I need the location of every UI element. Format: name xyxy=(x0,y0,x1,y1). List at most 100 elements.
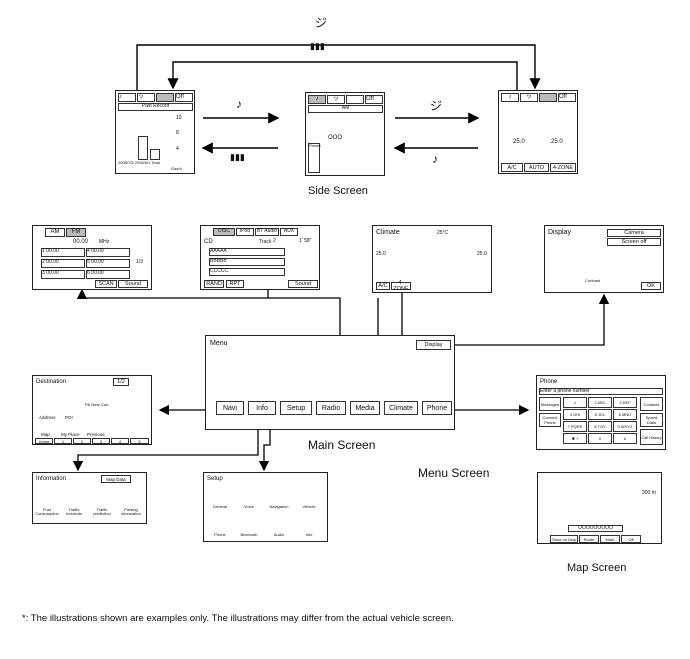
tab-music[interactable]: ♪ xyxy=(308,95,326,104)
tab-climate[interactable]: ッ xyxy=(520,93,538,102)
traffic-incidents-item[interactable]: Traffic Incidents xyxy=(65,507,82,516)
tab-disc[interactable]: DISC xyxy=(213,228,235,236)
key-hash[interactable]: # xyxy=(613,433,637,444)
route-button[interactable]: Route xyxy=(579,535,599,543)
audio-item[interactable]: Audio xyxy=(273,532,285,537)
side-screen-label: Side Screen xyxy=(308,185,368,197)
tab-climate[interactable]: ッ xyxy=(137,93,155,102)
address-item[interactable]: Address xyxy=(39,415,56,420)
fill-near-item[interactable]: Fill Near Curr xyxy=(85,402,109,407)
climate-button[interactable]: Climate xyxy=(384,401,418,415)
preset-6[interactable]: 6 00.00 xyxy=(86,270,130,279)
tab-audio[interactable] xyxy=(156,93,174,102)
sound-button[interactable]: Sound xyxy=(288,280,318,288)
tab-off[interactable]: Off xyxy=(175,93,193,102)
tab-off[interactable]: Off xyxy=(558,93,576,102)
my-place-item[interactable]: My Place xyxy=(61,432,80,437)
dest-4[interactable]: 4 xyxy=(111,438,129,444)
key-1[interactable]: 1 xyxy=(563,397,587,408)
tab-audio[interactable] xyxy=(346,95,364,104)
traffic-prediction-item[interactable]: Traffic prediction xyxy=(93,507,111,516)
vehicle-item[interactable]: Vehicle xyxy=(302,504,316,509)
voice-item[interactable]: Voice xyxy=(244,504,254,509)
preset-1[interactable]: 1 00.00 xyxy=(41,248,85,257)
dest-1[interactable]: 1 xyxy=(54,438,72,444)
contacts-button[interactable]: Contacts xyxy=(640,397,663,411)
key-3[interactable]: 3 DEF xyxy=(613,397,637,408)
navi-button[interactable]: Navi xyxy=(216,401,244,415)
info-item[interactable]: Info xyxy=(305,532,313,537)
setup-screen: Setup General Voice Navigation Vehicle P… xyxy=(203,472,328,542)
tab-ipod[interactable]: iPod xyxy=(236,228,254,236)
rpt-button[interactable]: RPT xyxy=(226,280,244,288)
previous-item[interactable]: Previous xyxy=(87,432,105,437)
tab-music[interactable]: ♪ xyxy=(501,93,519,102)
mark-button[interactable]: Mark xyxy=(600,535,620,543)
rand-button[interactable]: RAND xyxy=(204,280,224,288)
dest-2[interactable]: 2 xyxy=(73,438,91,444)
ok-button[interactable]: OK xyxy=(641,282,661,290)
audio-bars-icon: ▮▮▮ xyxy=(310,41,325,51)
phone-button[interactable]: Phone xyxy=(422,401,452,415)
tab-climate[interactable]: ッ xyxy=(327,95,345,104)
phone-item[interactable]: Phone xyxy=(214,532,226,537)
parking-information-item[interactable]: Parking information xyxy=(121,507,141,516)
key-7[interactable]: 7 PQRS xyxy=(563,421,587,432)
info-button[interactable]: Info xyxy=(248,401,276,415)
bluetooth-item[interactable]: Bluetooth xyxy=(240,532,258,537)
camera-button[interactable]: Camera xyxy=(607,229,661,237)
key-star[interactable]: ✱ + xyxy=(563,433,587,444)
tab-music[interactable]: ♪ xyxy=(118,93,136,102)
screen-off-button[interactable]: Screen off xyxy=(607,238,661,246)
preset-2[interactable]: 2 00.00 xyxy=(41,259,85,268)
key-5[interactable]: 5 JKL xyxy=(588,409,612,420)
call-history-button[interactable]: Call History xyxy=(640,429,663,445)
dest-3[interactable]: 3 xyxy=(92,438,110,444)
four-zone-button[interactable]: 4-ZONE xyxy=(391,280,411,292)
dest-5[interactable]: 5 xyxy=(130,438,149,444)
preset-3[interactable]: 3 00.00 xyxy=(41,270,85,279)
preset-4[interactable]: 4 00.00 xyxy=(86,248,130,257)
radio-button[interactable]: Radio xyxy=(316,401,346,415)
map-data-button[interactable]: Map Data xyxy=(101,475,131,483)
home-button[interactable]: Home xyxy=(35,438,53,444)
poi-item[interactable]: POI xyxy=(65,415,73,420)
key-6[interactable]: 6 MNO xyxy=(613,409,637,420)
phone-title: Phone xyxy=(540,379,558,385)
tab-audio[interactable] xyxy=(539,93,557,102)
setup-button[interactable]: Setup xyxy=(280,401,312,415)
display-button[interactable]: Display xyxy=(416,340,451,350)
tab-bt-audio[interactable]: BT Audio xyxy=(255,228,279,236)
key-2[interactable]: 2 ABC xyxy=(588,397,612,408)
map-item[interactable]: Map xyxy=(41,432,50,437)
four-zone-button[interactable]: 4-ZONE xyxy=(550,163,576,172)
store-on-map-button[interactable]: Store on Map xyxy=(550,535,578,543)
key-9[interactable]: 9 WXYZ xyxy=(613,421,637,432)
tab-off[interactable]: Off xyxy=(365,95,383,104)
connect-phone-button[interactable]: Connect Phone xyxy=(539,413,561,427)
phone-number-input[interactable]: Enter a phone number xyxy=(539,388,663,395)
navigation-item[interactable]: Navigation xyxy=(269,504,289,509)
tab-am[interactable]: AM xyxy=(45,228,65,237)
auto-button[interactable]: AUTO xyxy=(524,163,549,172)
sound-button[interactable]: Sound xyxy=(118,280,148,288)
tab-fm[interactable]: FM xyxy=(66,228,86,237)
off-button[interactable]: Off xyxy=(621,535,641,543)
menu-title: Menu xyxy=(210,340,228,347)
messages-button[interactable]: Messages xyxy=(539,397,561,411)
key-4[interactable]: 4 GHI xyxy=(563,409,587,420)
scan-button[interactable]: SCAN xyxy=(95,280,117,288)
page-indicator[interactable]: 1/2 xyxy=(113,378,129,386)
preset-5[interactable]: 5 00.00 xyxy=(86,259,130,268)
media-button[interactable]: Media xyxy=(350,401,380,415)
general-item[interactable]: General xyxy=(212,504,228,509)
preset-button[interactable]: Preset xyxy=(308,143,321,173)
ac-button[interactable]: A/C xyxy=(376,282,390,290)
tab-aux[interactable]: AUX xyxy=(280,228,298,236)
speed-dials-button[interactable]: Speed Dials xyxy=(640,413,663,427)
key-8[interactable]: 8 TUV xyxy=(588,421,612,432)
fuel-consumption-item[interactable]: Fuel Consumption xyxy=(35,507,59,516)
ac-button[interactable]: A/C xyxy=(501,163,523,172)
key-0[interactable]: 0 xyxy=(588,433,612,444)
band-label: AM xyxy=(308,105,383,113)
